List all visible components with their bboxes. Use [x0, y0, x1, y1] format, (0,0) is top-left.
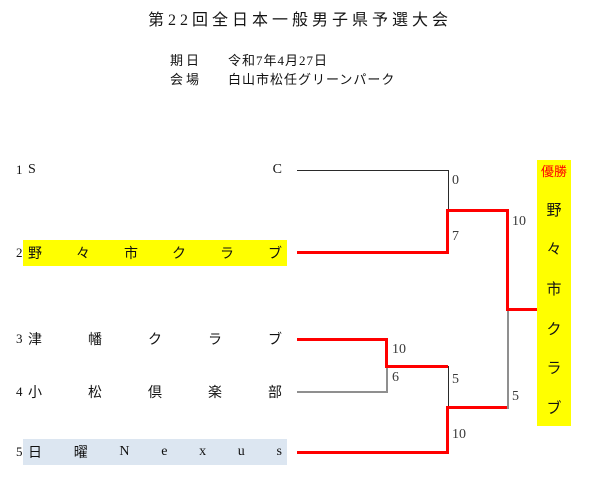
champion-name-char: ラ — [546, 361, 562, 378]
team5-char: u — [237, 444, 245, 459]
score-final-top: 10 — [512, 214, 526, 229]
bracket-line-team2 — [297, 251, 448, 254]
team2-char: 々 — [76, 247, 90, 262]
team3-char: ク — [148, 333, 162, 348]
score-semifinal-team3: 5 — [452, 372, 459, 387]
semifinal-vertical-top — [448, 366, 449, 408]
team-name-komatsu-club: 小 松 倶 楽 部 — [23, 379, 287, 405]
match1-vertical-bottom — [446, 209, 449, 254]
venue-value: 白山市松任グリーンパーク — [228, 72, 396, 87]
team1-char: S — [28, 162, 36, 177]
team2-char: 野 — [28, 247, 42, 262]
team4-char: 部 — [268, 386, 282, 401]
seed-1: 1 — [16, 162, 23, 177]
champion-box: 優勝 野 々 市 ク ラ ブ — [537, 160, 571, 426]
team-name-tsubata-club: 津 幡 ク ラ ブ — [23, 326, 287, 352]
score-match1-team1: 0 — [452, 173, 459, 188]
team-name-nichiyo-nexus: 日 曜 N e x u s — [23, 439, 287, 465]
champion-line — [506, 308, 537, 311]
seed-2: 2 — [16, 245, 23, 260]
bracket-line-team1 — [297, 170, 448, 171]
team2-char: ク — [172, 247, 186, 262]
date-value: 令和7年4月27日 — [228, 53, 329, 68]
champion-name-char: 々 — [546, 242, 562, 259]
team1-char: C — [272, 162, 282, 177]
team4-char: 倶 — [148, 386, 162, 401]
team5-char: x — [199, 444, 207, 459]
match2-winner-line — [385, 365, 448, 368]
match2-vertical-top — [385, 338, 388, 368]
team-name-nonoichi-club: 野 々 市 ク ラ ブ — [23, 240, 287, 266]
score-semifinal-team5: 10 — [452, 427, 466, 442]
score-match2-team4: 6 — [392, 370, 399, 385]
champion-name-char: 野 — [546, 202, 562, 219]
team5-char: N — [119, 444, 130, 459]
champion-name-char: ク — [546, 321, 562, 338]
score-final-bottom: 5 — [512, 389, 519, 404]
seed-4: 4 — [16, 384, 23, 399]
semifinal-vertical-bottom — [446, 406, 449, 454]
team5-char: s — [276, 444, 282, 459]
seed-5: 5 — [16, 444, 23, 459]
bracket-line-team4 — [297, 391, 388, 393]
date-label: 期日 — [170, 53, 203, 68]
match1-winner-line — [446, 209, 508, 212]
score-match2-team3: 10 — [392, 342, 406, 357]
team4-char: 小 — [28, 386, 42, 401]
team3-char: ラ — [208, 333, 222, 348]
final-vertical-top — [506, 209, 509, 311]
seed-3: 3 — [16, 331, 23, 346]
semifinal-winner-line — [446, 406, 508, 409]
final-vertical-bottom — [507, 309, 509, 409]
team2-char: 市 — [124, 247, 138, 262]
team2-char: ブ — [268, 247, 282, 262]
team4-char: 松 — [88, 386, 102, 401]
team5-char: 日 — [28, 446, 42, 461]
bracket-line-team3 — [297, 338, 387, 341]
team3-char: 幡 — [88, 333, 102, 348]
match2-vertical-bottom — [386, 366, 388, 393]
team5-char: 曜 — [73, 446, 88, 461]
score-match1-team2: 7 — [452, 229, 459, 244]
venue-label: 会場 — [170, 72, 203, 87]
team5-char: e — [161, 444, 168, 459]
team4-char: 楽 — [208, 386, 222, 401]
team-name-sc: S C — [23, 157, 287, 183]
champion-label: 優勝 — [540, 164, 567, 179]
team2-char: ラ — [220, 247, 234, 262]
page-title: 第22回全日本一般男子県予選大会 — [147, 12, 452, 29]
team3-char: ブ — [268, 333, 282, 348]
bracket-line-team5 — [297, 451, 448, 454]
team3-char: 津 — [28, 333, 42, 348]
champion-name-char: ブ — [546, 400, 562, 417]
match1-vertical-top — [448, 170, 449, 211]
champion-name-char: 市 — [546, 281, 562, 298]
